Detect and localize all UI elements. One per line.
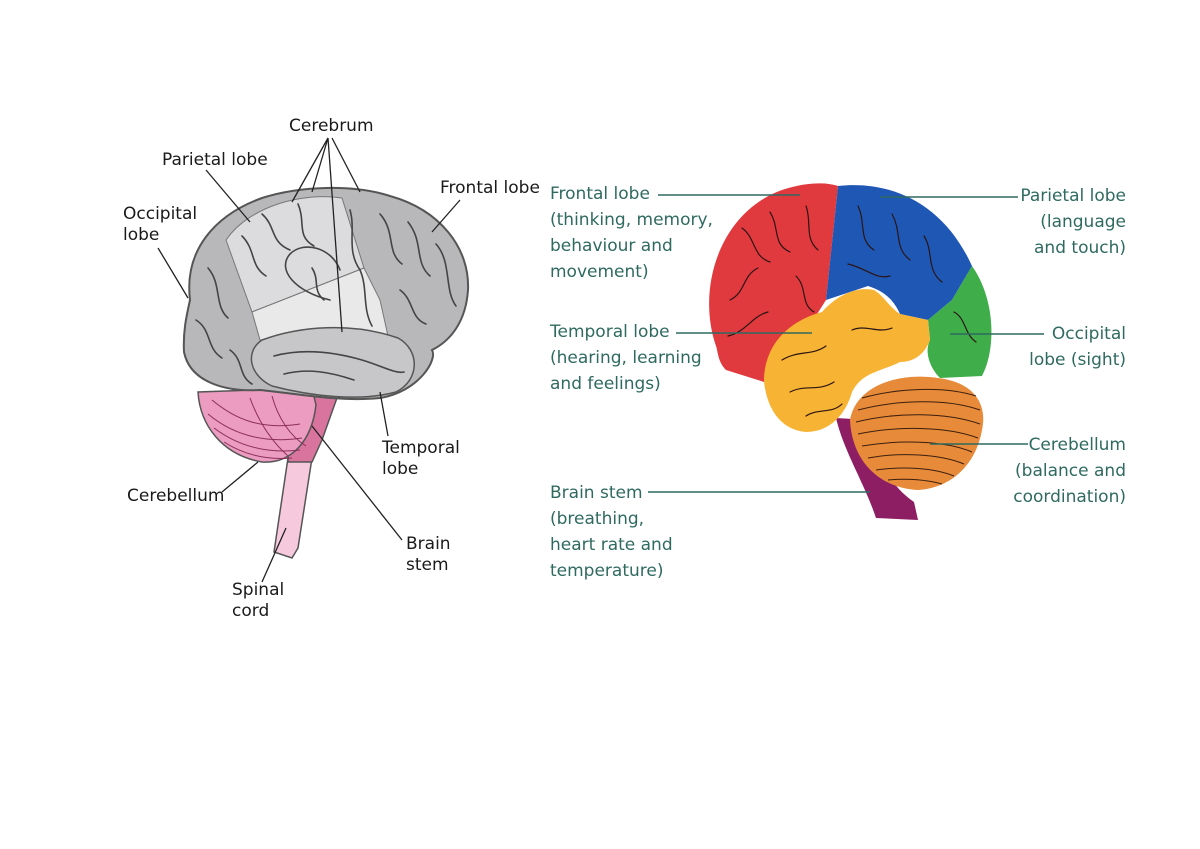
label-cerebellum: Cerebellum — [127, 486, 225, 506]
label-brain-stem-function: Brain stem (breathing, heart rate and te… — [550, 483, 673, 581]
label-occipital-lobe: Occipital lobe — [123, 204, 198, 245]
right-brain-sulci — [727, 205, 977, 417]
right-label-lines — [648, 194, 1044, 493]
parietal-region — [225, 196, 365, 313]
label-parietal-lobe: Parietal lobe — [162, 150, 268, 170]
central-region — [251, 267, 389, 341]
label-occipital-lobe-function: Occipital lobe (sight) — [1029, 324, 1126, 370]
cerebrum-gyri — [195, 203, 457, 385]
label-frontal-lobe-function: Frontal lobe (thinking, memory, behaviou… — [550, 184, 713, 282]
label-cerebellum-function: Cerebellum (balance and coordination) — [1013, 435, 1126, 507]
label-parietal-lobe-function: Parietal lobe (language and touch) — [1020, 186, 1126, 258]
cerebellum-folds — [207, 395, 307, 459]
parietal-lobe-shape — [826, 185, 972, 320]
label-brain-stem: Brain stem — [406, 534, 451, 575]
label-cerebrum: Cerebrum — [289, 116, 374, 136]
temporal-lobe-shape — [764, 289, 930, 432]
left-label-lines — [157, 137, 461, 583]
label-frontal-lobe: Frontal lobe — [440, 178, 540, 198]
temporal-region — [250, 326, 415, 398]
cerebellum-shape — [197, 387, 317, 463]
occipital-lobe-shape — [927, 266, 992, 378]
label-temporal-lobe-function: Temporal lobe (hearing, learning and fee… — [550, 322, 702, 394]
label-temporal-lobe: Temporal lobe — [382, 438, 460, 479]
cerebellum-bands — [855, 388, 981, 485]
left-brain-illustration — [157, 137, 470, 583]
right-brain-illustration — [648, 183, 1044, 520]
label-spinal-cord: Spinal cord — [232, 580, 285, 621]
